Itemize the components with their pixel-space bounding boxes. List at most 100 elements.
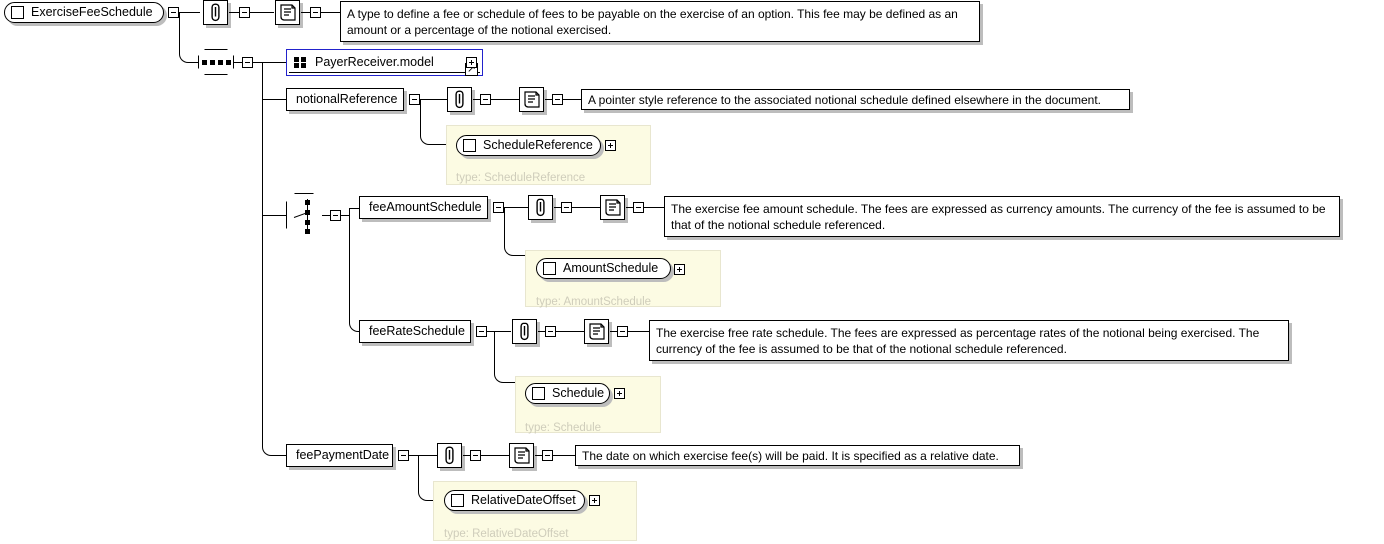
connector [420,99,447,100]
documentation-scroll-icon[interactable] [509,443,534,468]
node-notional-reference[interactable]: notionalReference [286,88,404,111]
toggle-schedule[interactable] [614,388,625,399]
connector [262,62,263,447]
node-relative-date-offset[interactable]: RelativeDateOffset [444,490,585,511]
toggle-fee-rate-schedule-annotation[interactable] [545,326,556,337]
connector [572,207,600,208]
type-label-amount-schedule: type: AmountSchedule [536,296,652,308]
documentation-scroll-icon[interactable] [584,319,609,344]
connector [538,331,545,332]
node-label: notionalReference [296,92,398,106]
toggle-fee-payment-date-documentation[interactable] [542,450,553,461]
element-square-icon [532,387,545,400]
toggle-notional-reference[interactable] [409,94,420,105]
connector [626,207,633,208]
toggle-payer-receiver-model[interactable] [466,57,477,68]
choice-compositor[interactable] [286,193,322,237]
annotation-paperclip-icon[interactable] [528,195,553,220]
toggle-fee-amount-schedule-documentation[interactable] [633,202,644,213]
node-label: feeRateSchedule [369,324,465,338]
type-label-schedule-reference: type: ScheduleReference [456,172,586,184]
connector [644,207,664,208]
connector [563,99,581,100]
documentation-text-fee-payment-date: The date on which exercise fee(s) will b… [575,445,1020,466]
node-fee-rate-schedule[interactable]: feeRateSchedule [359,320,471,343]
connector [553,455,575,456]
node-fee-amount-schedule[interactable]: feeAmountSchedule [359,196,488,219]
toggle-sequence[interactable] [242,57,253,68]
node-label: AmountSchedule [563,261,659,275]
node-label: PayerReceiver.model [315,55,434,69]
documentation-scroll-icon[interactable] [519,87,544,112]
element-square-icon [11,6,24,19]
documentation-scroll-icon[interactable] [275,0,300,25]
annotation-paperclip-icon[interactable] [437,443,462,468]
connector [463,455,470,456]
node-payer-receiver-model[interactable]: PayerReceiver.model [286,49,483,76]
annotation-paperclip-icon[interactable] [447,87,472,112]
connector [190,62,198,63]
type-label-relative-date-offset: type: RelativeDateOffset [444,528,569,540]
toggle-fee-rate-schedule[interactable] [476,326,487,337]
connector [509,382,519,383]
toggle-fee-payment-date-annotation[interactable] [470,450,481,461]
toggle-schedule-reference[interactable] [605,140,616,151]
element-square-icon [463,139,476,152]
connector [234,62,242,63]
toggle-root-annotation[interactable] [239,7,250,18]
connector [418,478,432,501]
connector [494,360,510,383]
connector [262,215,286,216]
toggle-notional-reference-annotation[interactable] [480,94,491,105]
connector [301,12,310,13]
connector [322,215,330,216]
type-label-schedule: type: Schedule [525,422,602,434]
element-square-icon [451,494,464,507]
model-group-icon [294,56,307,68]
connector [433,144,446,145]
connector [273,455,286,456]
connector [610,331,617,332]
connector [321,12,340,13]
toggle-fee-amount-schedule-annotation[interactable] [561,202,572,213]
connector [349,313,360,332]
toggle-fee-payment-date[interactable] [398,450,409,461]
toggle-choice[interactable] [330,210,341,221]
connector [262,62,286,63]
connector [556,331,584,332]
connector [545,99,552,100]
sequence-compositor[interactable] [198,49,234,75]
connector [420,122,434,145]
node-label: ScheduleReference [483,138,593,152]
documentation-text-fee-amount-schedule: The exercise fee amount schedule. The fe… [664,196,1340,237]
documentation-scroll-icon[interactable] [600,195,625,220]
node-label: feePaymentDate [296,448,390,462]
documentation-text-root: A type to define a fee or schedule of fe… [340,1,980,42]
toggle-root-documentation[interactable] [310,7,321,18]
documentation-text-notional-reference: A pointer style reference to the associa… [581,89,1130,110]
element-square-icon [543,262,556,275]
connector [481,455,509,456]
connector [179,12,200,13]
node-fee-payment-date[interactable]: feePaymentDate [286,444,393,467]
node-exercise-fee-schedule[interactable]: ExerciseFeeSchedule [4,2,164,23]
connector [491,99,519,100]
toggle-relative-date-offset[interactable] [589,495,600,506]
toggle-fee-rate-schedule-documentation[interactable] [617,326,628,337]
node-label: ExerciseFeeSchedule [31,5,153,19]
toggle-exercise-fee-schedule[interactable] [168,7,179,18]
toggle-amount-schedule[interactable] [674,264,685,275]
sequence-dots-icon [199,50,233,74]
node-schedule-reference[interactable]: ScheduleReference [456,135,601,156]
node-amount-schedule[interactable]: AmountSchedule [536,258,671,279]
documentation-text-fee-rate-schedule: The exercise free rate schedule. The fee… [649,320,1289,361]
node-label: RelativeDateOffset [471,493,576,507]
connector [494,331,495,374]
toggle-notional-reference-documentation[interactable] [552,94,563,105]
connector [535,455,542,456]
annotation-paperclip-icon[interactable] [512,319,537,344]
toggle-fee-amount-schedule[interactable] [493,202,504,213]
connector [409,455,437,456]
annotation-paperclip-icon[interactable] [203,0,228,25]
node-schedule[interactable]: Schedule [525,383,610,404]
